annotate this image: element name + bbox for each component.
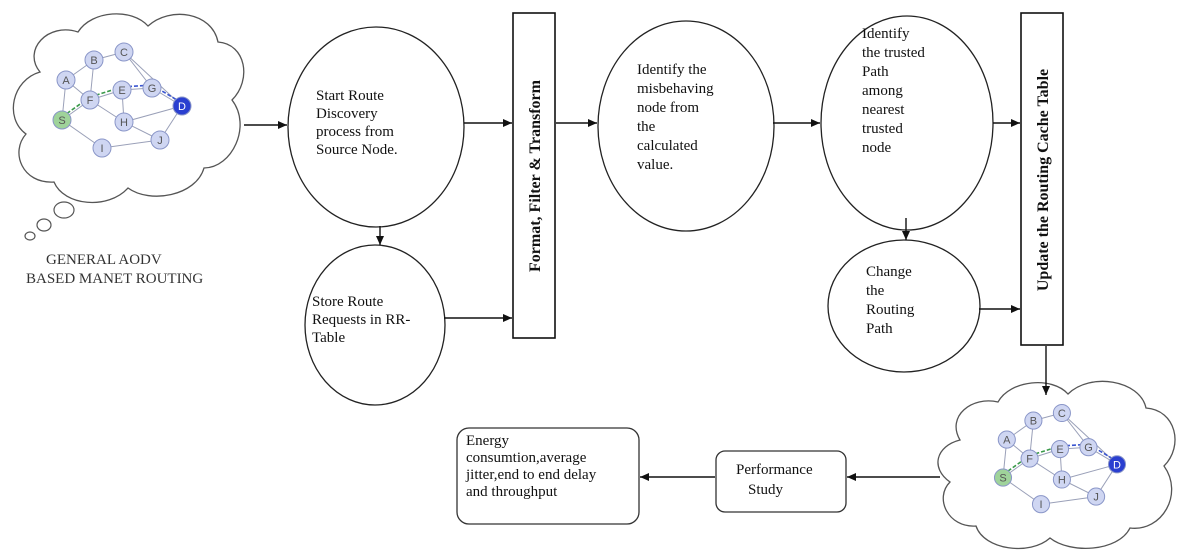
identify-node-ellipse <box>597 20 775 232</box>
network-node-label: H <box>120 117 128 129</box>
network-node-label: C <box>1058 408 1066 420</box>
network-graph-top: A B C F E G S H D I J <box>52 42 192 158</box>
network-node-label: I <box>1039 499 1042 511</box>
general-aodv-caption-line-2: BASED MANET ROUTING <box>26 271 203 287</box>
network-node-label: G <box>1084 442 1093 454</box>
identify-node-text: Identify the misbehaving node from the c… <box>637 62 717 173</box>
network-node-label: C <box>120 47 128 59</box>
network-node-f <box>1020 449 1039 468</box>
network-graph-bottom: A B C F E G S H D I J <box>993 403 1127 514</box>
network-node-a <box>56 70 76 90</box>
network-node-c <box>114 42 134 62</box>
network-node-label: B <box>1030 416 1037 428</box>
network-node-h <box>114 112 134 132</box>
network-node-f <box>80 90 100 110</box>
network-node-i <box>92 138 112 158</box>
store-route-ellipse <box>304 244 446 406</box>
update-routing-cache-label: Update the Routing Cache Table <box>1035 69 1052 291</box>
start-route-ellipse <box>287 26 465 228</box>
network-node-label: J <box>157 135 163 147</box>
network-edge <box>123 105 183 123</box>
network-node-label: A <box>62 75 70 87</box>
metrics-text: Energy consumtion,average jitter,end to … <box>465 433 600 500</box>
network-node-e <box>112 80 132 100</box>
change-path-text: Change the Routing Path <box>866 264 918 337</box>
network-node-d <box>1107 455 1127 474</box>
network-node-b <box>1024 411 1043 430</box>
network-edge <box>1061 463 1118 480</box>
network-node-label: F <box>87 95 94 107</box>
network-node-label: I <box>100 143 103 155</box>
network-node-i <box>1031 495 1051 514</box>
network-node-label: D <box>1113 459 1121 471</box>
identify-path-text: Identify the trusted Path among nearest … <box>862 26 929 156</box>
network-node-c <box>1052 403 1071 423</box>
network-node-label: J <box>1093 492 1099 504</box>
route-path-segment <box>1059 443 1089 447</box>
network-node-h <box>1052 470 1071 489</box>
metrics-box <box>456 427 640 525</box>
network-node-label: H <box>1058 475 1066 487</box>
change-path-ellipse <box>827 239 981 373</box>
network-node-s <box>993 468 1013 487</box>
network-node-a <box>997 430 1016 449</box>
general-aodv-cloud <box>12 13 245 241</box>
thought-bubble-large <box>53 201 75 219</box>
thought-bubble-medium <box>36 218 52 232</box>
network-node-d <box>172 96 192 116</box>
network-node-label: D <box>178 101 186 113</box>
network-node-e <box>1050 440 1070 459</box>
network-node-label: A <box>1003 435 1011 447</box>
network-node-b <box>84 50 104 70</box>
format-filter-transform-label: Format, Filter & Transform <box>527 79 544 272</box>
network-node-label: E <box>1056 444 1063 456</box>
network-node-label: S <box>58 115 65 127</box>
update-routing-cache-box <box>1020 12 1064 346</box>
network-node-g <box>1079 438 1098 457</box>
network-node-g <box>142 78 162 98</box>
store-route-text: Store Route Requests in RR- Table <box>312 294 414 346</box>
network-edge <box>101 139 161 149</box>
start-route-text: Start Route Discovery process from Sourc… <box>316 88 398 158</box>
format-filter-transform-box <box>512 12 556 339</box>
performance-study-text: Performance Study <box>736 462 816 498</box>
network-node-label: F <box>1026 454 1033 466</box>
network-node-j <box>150 130 170 150</box>
network-node-s <box>52 110 72 130</box>
thought-bubble-small <box>24 231 36 241</box>
general-aodv-caption-line-1: GENERAL AODV <box>46 252 162 268</box>
performance-study-box <box>715 450 847 513</box>
network-node-label: G <box>148 83 157 95</box>
network-node-j <box>1087 487 1106 506</box>
trusted-route-cloud <box>937 380 1176 550</box>
network-edge <box>1040 496 1097 505</box>
network-node-label: S <box>999 473 1006 485</box>
network-node-label: B <box>90 55 97 67</box>
network-node-label: E <box>118 85 125 97</box>
